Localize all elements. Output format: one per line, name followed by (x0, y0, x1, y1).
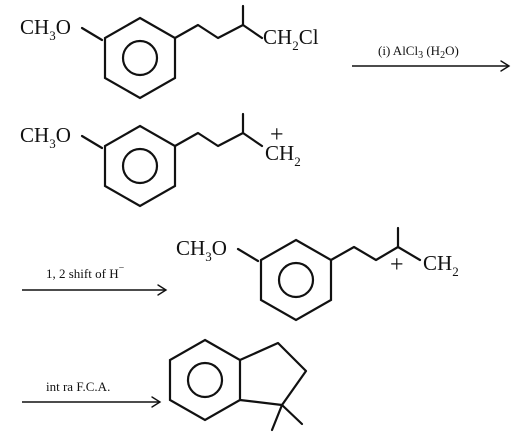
structure-tertiary-carbocation: CH3O + CH2 (176, 226, 459, 322)
condition-intra-fca: int ra F.C.A. (46, 379, 110, 394)
condition-alcl3: (i) AlCl3 (H2O) (378, 43, 459, 61)
condition-hydride-shift: 1, 2 shift of H− (46, 263, 125, 281)
ch2-label: CH2 (265, 141, 301, 169)
methoxy-label: CH3O (176, 236, 227, 264)
gem-methyl-2 (280, 403, 304, 426)
aromatic-circle (121, 39, 159, 77)
five-membered-ring (238, 341, 308, 407)
methoxy-bond (80, 134, 104, 150)
ch2-label: CH2 (423, 251, 459, 279)
arrow-step-2: 1, 2 shift of H− (22, 263, 168, 296)
benzene-ring (103, 124, 177, 208)
side-chain-bonds (329, 245, 422, 262)
methoxy-label: CH3O (20, 15, 71, 43)
arrow-2-head (157, 284, 168, 296)
methoxy-label: CH3O (20, 123, 71, 151)
ch2cl-label: CH2Cl (263, 25, 319, 53)
benzene-ring (103, 16, 177, 100)
side-chain-bonds (173, 131, 264, 148)
methoxy-bond (80, 26, 104, 42)
cation-plus: + (270, 122, 284, 148)
aromatic-circle (121, 147, 159, 185)
arrow-1-head (500, 60, 511, 72)
aromatic-circle (186, 361, 224, 399)
benzene-ring (168, 338, 242, 422)
arrow-3-head (151, 396, 162, 408)
aromatic-circle (277, 261, 315, 299)
cation-plus: + (390, 252, 404, 278)
side-chain-bonds (173, 23, 264, 40)
arrow-step-1: (i) AlCl3 (H2O) (352, 43, 511, 72)
structure-starting-material: CH3O CH2Cl (20, 4, 319, 100)
structure-primary-carbocation: CH3O + CH2 (20, 112, 301, 208)
arrow-step-3: int ra F.C.A. (22, 379, 162, 408)
gem-methyl-1 (270, 403, 284, 432)
benzene-ring (259, 238, 333, 322)
methoxy-bond (236, 247, 260, 263)
structure-indane-product (168, 338, 308, 432)
